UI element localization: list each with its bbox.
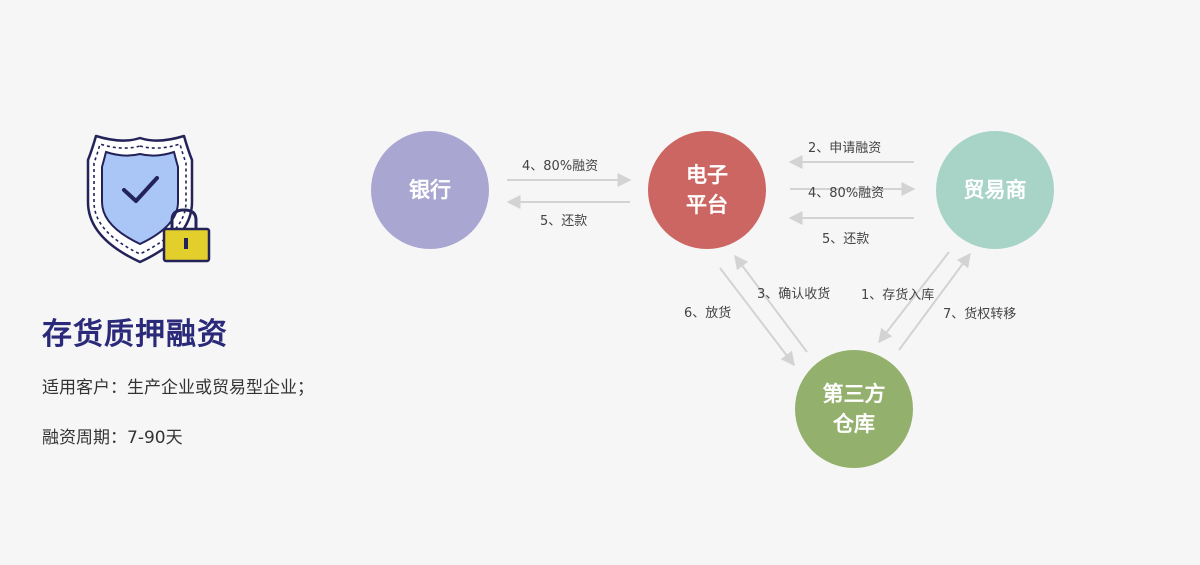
page-title: 存货质押融资 — [42, 317, 228, 352]
shield-lock-icon — [86, 134, 211, 264]
node-bank: 银行 — [371, 131, 489, 249]
edge-label-bank-repay: 5、还款 — [540, 214, 588, 229]
node-third-party-warehouse: 第三方 仓库 — [795, 350, 913, 468]
node-e-platform: 电子 平台 — [648, 131, 766, 249]
edge-label-title-transfer: 7、货权转移 — [943, 307, 1017, 322]
edge-label-release-goods: 6、放货 — [684, 306, 732, 321]
edge-label-bank-financing: 4、80%融资 — [522, 159, 599, 174]
node-warehouse-label-line2: 仓库 — [833, 412, 875, 436]
node-bank-label: 银行 — [409, 178, 451, 202]
node-trader-label: 贸易商 — [963, 178, 1027, 202]
financing-period: 融资周期：7-90天 — [42, 423, 183, 448]
arrow-trader-to-warehouse — [878, 251, 950, 344]
arrow-platform-to-warehouse — [719, 267, 795, 367]
customers-label: 适用客户： — [42, 378, 127, 398]
customers-value: 生产企业或贸易型企业； — [127, 378, 314, 398]
arrow-warehouse-to-trader — [898, 252, 971, 351]
node-trader: 贸易商 — [936, 131, 1054, 249]
edge-label-trader-repay: 5、还款 — [822, 232, 870, 247]
node-warehouse-label-line1: 第三方 — [822, 382, 886, 406]
node-platform-label-line2: 平台 — [686, 193, 728, 217]
edge-label-apply-financing: 2、申请融资 — [808, 141, 882, 156]
period-label: 融资周期： — [42, 428, 127, 448]
node-platform-label-line1: 电子 — [686, 163, 728, 187]
period-value: 7-90天 — [127, 428, 183, 448]
edge-label-trader-financing: 4、80%融资 — [808, 186, 885, 201]
edge-label-deposit-goods: 1、存货入库 — [861, 288, 935, 303]
edge-label-confirm-receipt: 3、确认收货 — [757, 287, 831, 302]
applicable-customers: 适用客户：生产企业或贸易型企业； — [42, 373, 314, 398]
arrow-warehouse-to-platform — [734, 254, 808, 353]
